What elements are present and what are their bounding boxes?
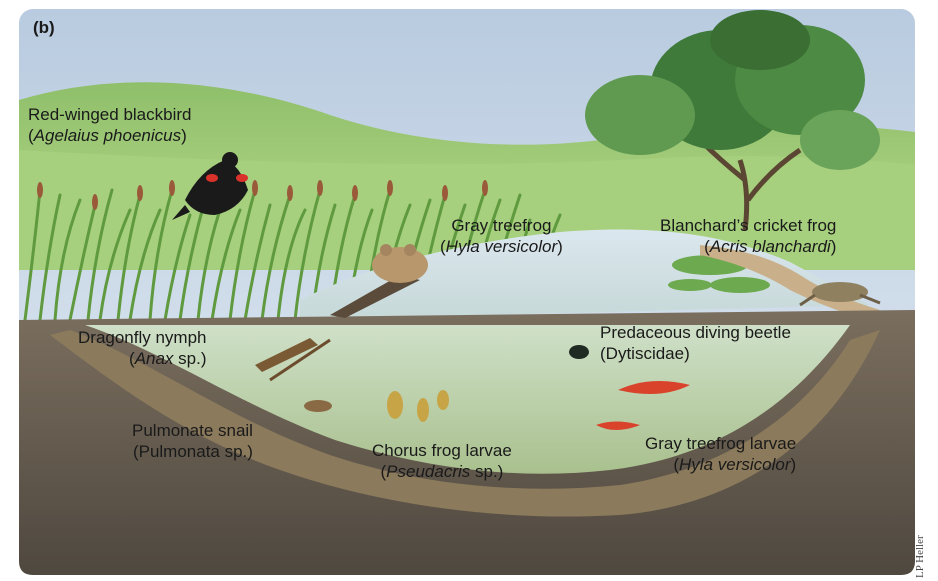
label-red-winged-blackbird: Red-winged blackbird (Agelaius phoenicus… [28, 104, 191, 146]
label-chorus-frog-larvae: Chorus frog larvae (Pseudacris sp.) [372, 440, 512, 482]
label-dragonfly-nymph: Dragonfly nymph (Anax sp.) [78, 327, 207, 369]
diving-beetle [569, 345, 589, 359]
label-gray-treefrog-larvae: Gray treefrog larvae (Hyla versicolor) [645, 433, 796, 475]
label-blanchards-cricket-frog: Blanchard’s cricket frog (Acris blanchar… [660, 215, 836, 257]
illustrator-credit: LP Heller [914, 535, 926, 578]
label-predaceous-diving-beetle: Predaceous diving beetle (Dytiscidae) [600, 322, 791, 364]
pulmonate-snail [304, 400, 332, 412]
panel-label: (b) [33, 18, 55, 38]
label-gray-treefrog: Gray treefrog (Hyla versicolor) [440, 215, 563, 257]
label-pulmonate-snail: Pulmonate snail (Pulmonata sp.) [132, 420, 253, 462]
